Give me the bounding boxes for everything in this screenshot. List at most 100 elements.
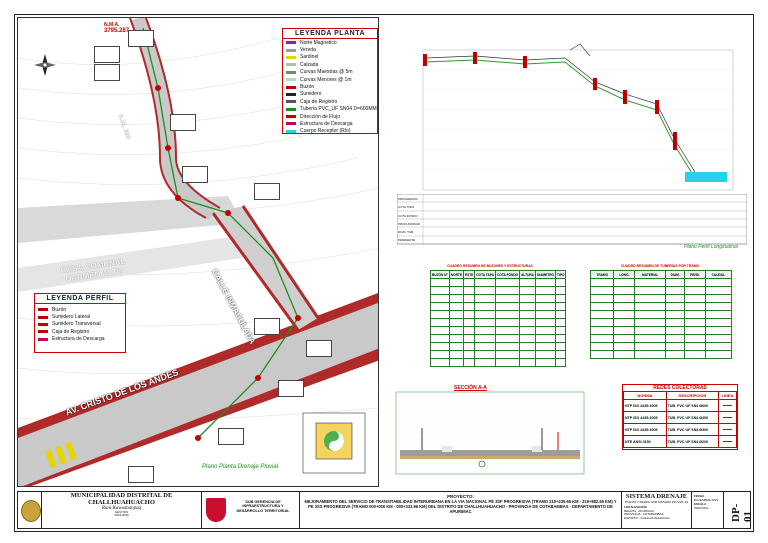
table-cell [665, 302, 686, 311]
table-cell [430, 350, 450, 359]
profile-manholes [423, 52, 677, 150]
table-row [430, 342, 567, 351]
table-cell [613, 334, 636, 343]
table-cell [684, 302, 706, 311]
table-header: BUZÓN N° [430, 270, 450, 279]
table-cell [430, 294, 450, 303]
manhole-annotation [128, 466, 154, 483]
legend-profile-label: Sumidero Lateral [52, 314, 91, 321]
table-cell [665, 286, 686, 295]
table-cell [704, 318, 733, 327]
legend-profile-swatch-icon [38, 337, 48, 341]
table-cell [462, 318, 476, 327]
table-cell [430, 302, 450, 311]
table-cell [634, 334, 667, 343]
table-cell [704, 342, 733, 351]
table-row [589, 334, 733, 343]
table-row [430, 318, 567, 327]
profile-row-label: COTA TAPA [398, 205, 415, 210]
table-cell [634, 302, 667, 311]
legend-plan-label: Calzada [300, 61, 319, 68]
table-row [589, 342, 733, 351]
table-cell [448, 294, 464, 303]
legend-plan-item: Curvas Menores @ 1m [283, 76, 377, 83]
redes-header: DESCRIPCION [665, 391, 719, 400]
manhole-annotation [128, 30, 154, 47]
table2-title: CUADRO RESUMEN DE TUBERÍAS POR TRAMO [620, 264, 700, 268]
table-cell [704, 326, 733, 335]
table-cell [462, 350, 476, 359]
legend-profile-label: Buzón [52, 306, 67, 313]
table-cell [665, 294, 686, 303]
redes-cell: NTP ISO 4435:2005 [623, 423, 667, 436]
river-body [685, 172, 727, 182]
table-cell [554, 334, 567, 343]
section-caption: SECCIÓN A-A [454, 385, 487, 391]
table-cell [535, 318, 556, 327]
table-cell [474, 318, 497, 327]
table-cell [613, 310, 636, 319]
table-cell [613, 342, 636, 351]
table-row [430, 334, 567, 343]
table-cell [430, 318, 450, 327]
table-cell [613, 278, 636, 287]
table-cell [634, 294, 667, 303]
section-view: SECCIÓN A-A [382, 384, 592, 484]
table-cell [665, 278, 686, 287]
table-row [430, 310, 567, 319]
table-cell [684, 286, 706, 295]
table-cell [589, 342, 615, 351]
legend-profile-item: Sumidero Transversal [35, 321, 125, 328]
table-cell [535, 342, 556, 351]
table-row [430, 302, 567, 311]
legend-profile-label: Sumidero Transversal [52, 321, 101, 328]
table-cell [535, 358, 556, 367]
table-cell [519, 294, 536, 303]
table-cell [589, 302, 615, 311]
table-cell [554, 302, 567, 311]
project-label: PROYECTO: [447, 494, 474, 499]
table-row [430, 286, 567, 295]
table-cell [519, 302, 536, 311]
table-cell [589, 294, 615, 303]
legend-plan-label: Sumidero [300, 91, 322, 98]
pipe-invert-line [424, 59, 696, 179]
table-cell [684, 278, 706, 287]
table-row [589, 278, 733, 287]
legend-profile-swatch-icon [38, 315, 48, 319]
table-header: NORTE [448, 270, 464, 279]
legend-plan-item: Norte Magnetico [283, 39, 377, 46]
table-cell [613, 294, 636, 303]
table-row [430, 358, 567, 367]
table-cell [684, 350, 706, 359]
redes-line-icon [717, 411, 738, 424]
manhole-annotation [278, 380, 304, 397]
table-cell [554, 318, 567, 327]
table-cell [535, 310, 556, 319]
table-cell [554, 310, 567, 319]
table-cell [704, 278, 733, 287]
table-cell [430, 358, 450, 367]
table-cell [554, 350, 567, 359]
legend-profile-label: Caja de Registro [52, 328, 90, 335]
calle-road [213, 206, 318, 330]
legend-plan-item: Buzón [283, 83, 377, 90]
legend-plan-label: Buzón [300, 84, 315, 91]
table-cell [665, 334, 686, 343]
plan-subtitle: PLANTA Y PERFIL SUB SISTEMA PLUVIAL 01 [624, 500, 689, 504]
municipal-seal-icon [21, 500, 41, 522]
table-row [589, 310, 733, 319]
legend-plan-title: LEYENDA PLANTA [283, 29, 377, 39]
legend-plan-item: Caja de Registro [283, 98, 377, 105]
table-cell [519, 318, 536, 327]
legend-plan-item: Curvas Maestras @ 5m [283, 69, 377, 76]
plan-title: SISTEMA DRENAJE [625, 493, 688, 500]
table-cell [519, 278, 536, 287]
table-header: TIPO [554, 270, 567, 279]
